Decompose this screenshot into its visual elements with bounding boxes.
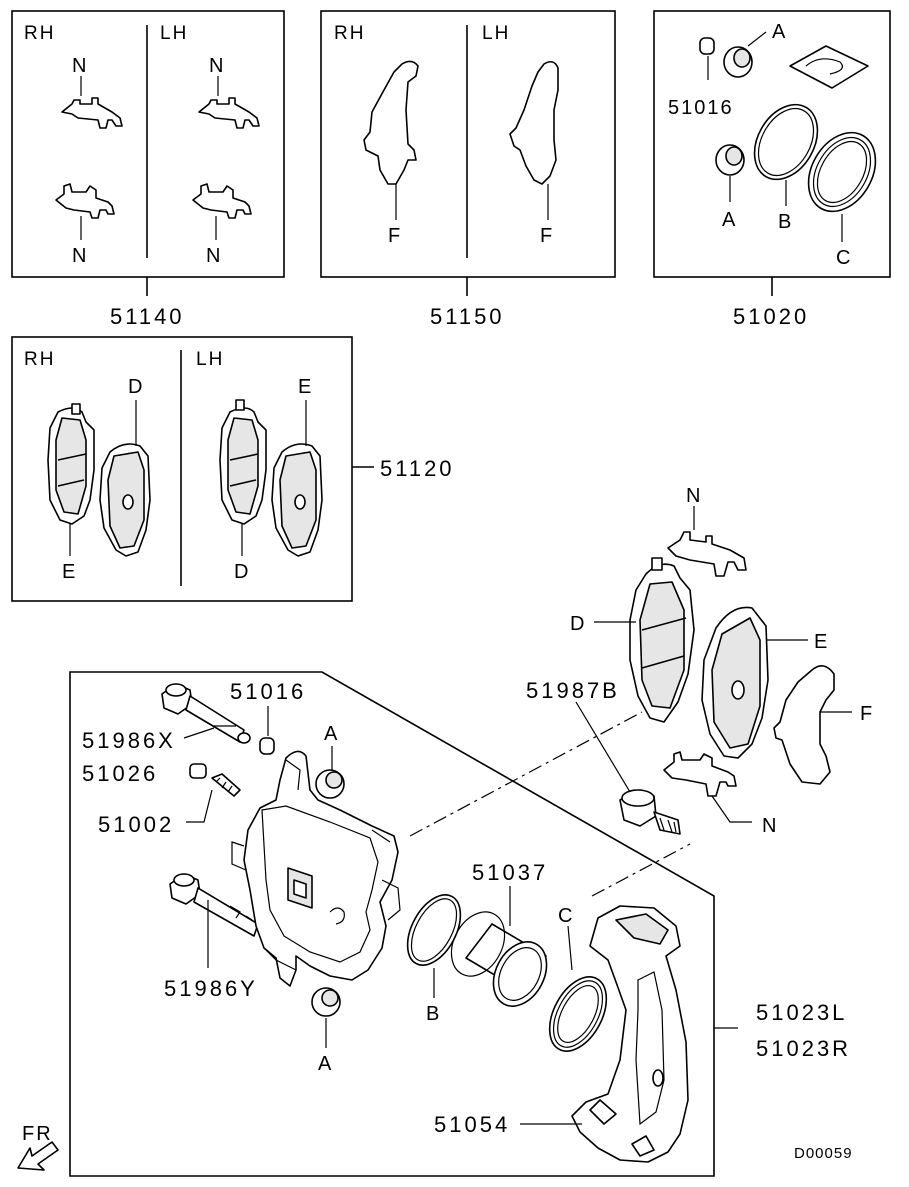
pin-boot-upper <box>315 746 345 799</box>
piston-seal-ring <box>753 103 819 206</box>
callout-c: C <box>558 905 574 927</box>
pad-set-callout-d-rh: D <box>128 376 144 398</box>
part-number-51986y: 51986Y <box>164 976 258 1001</box>
shim-callout-rh: F <box>388 225 402 247</box>
seal-kit-part-number: 51020 <box>733 304 809 329</box>
caliper-piston <box>450 886 548 1007</box>
part-number-51054: 51054 <box>434 1112 510 1137</box>
pin-boot-lower <box>311 987 341 1048</box>
brake-pad-inner-exploded <box>701 606 808 759</box>
clips-kit-rh-label: RH <box>24 23 55 44</box>
brake-pad-lh-outer <box>219 399 267 556</box>
brake-pad-rh-inner <box>99 400 151 557</box>
pad-clip-lower <box>663 751 752 823</box>
caliper-assembly-outline <box>69 671 715 1177</box>
clips-kit-lh-label: LH <box>160 23 188 44</box>
guide-pin-lower <box>169 873 259 968</box>
mounting-bolt <box>575 701 681 835</box>
callout-d: D <box>570 613 586 635</box>
seal-kit-callout-a-lower: A <box>722 209 737 231</box>
part-number-51986x: 51986X <box>82 728 176 753</box>
pad-set-panel: RH LH E D D <box>11 336 455 602</box>
pad-clip-upper <box>667 506 747 577</box>
pin-boot-a-upper <box>723 31 767 78</box>
anti-squeal-shim-rh <box>363 60 419 185</box>
guide-pin-bushing <box>699 37 715 80</box>
part-number-51987b: 51987B <box>526 678 620 703</box>
caliper-body <box>231 750 401 987</box>
clip-callout-lh-lower: N <box>206 245 222 267</box>
diagram-reference-code: D00059 <box>794 1145 853 1162</box>
callout-a-lower: A <box>318 1053 333 1075</box>
front-indicator-label: FR <box>22 1123 53 1145</box>
pad-clip-lh-upper <box>198 76 260 129</box>
pin-boot-a-lower <box>715 144 745 202</box>
part-number-51037: 51037 <box>472 860 548 885</box>
callout-n-upper: N <box>686 485 702 507</box>
pad-set-lh-label: LH <box>196 349 224 370</box>
pad-clip-rh-upper <box>61 76 123 129</box>
callout-a-upper: A <box>324 723 339 745</box>
clips-kit-part-number: 51140 <box>110 304 185 329</box>
piston-dust-boot <box>807 131 877 242</box>
shims-kit-rh-label: RH <box>334 23 365 44</box>
seal-kit-callout-b: B <box>778 211 793 233</box>
front-direction-arrow: FR <box>17 1123 59 1171</box>
clip-callout-lh-upper: N <box>209 55 225 77</box>
seal-kit-callout-c: C <box>836 247 852 269</box>
anti-squeal-shim-exploded <box>773 665 852 785</box>
callout-n-lower: N <box>762 815 778 837</box>
callout-e: E <box>814 631 829 653</box>
part-number-51016: 51016 <box>230 679 306 704</box>
shims-kit-panel: RH LH F F 51150 <box>320 10 616 329</box>
piston-seal <box>406 894 462 998</box>
guide-pin-upper <box>161 683 251 744</box>
brake-pad-outer-exploded <box>594 557 695 723</box>
caliper-support-bracket <box>571 905 738 1163</box>
guide-pin-sleeve <box>259 706 275 755</box>
seal-kit-callout-51016: 51016 <box>668 97 734 119</box>
seal-kit-callout-a-upper: A <box>772 21 787 43</box>
shims-kit-lh-label: LH <box>482 23 510 44</box>
shims-kit-part-number: 51150 <box>430 304 505 329</box>
clips-kit-panel: RH LH N N N N 51140 <box>11 10 285 329</box>
pad-clip-rh-lower <box>55 183 115 240</box>
seal-kit-panel: 51016 A A B C <box>653 10 891 329</box>
clip-callout-rh-upper: N <box>72 55 88 77</box>
bleeder-screw <box>186 773 241 823</box>
pad-clip-lh-lower <box>192 183 252 240</box>
pad-set-callout-e-lh: E <box>298 376 313 398</box>
part-number-51023l: 51023L <box>756 1000 847 1025</box>
brake-pad-lh-inner <box>271 400 323 557</box>
part-number-51002: 51002 <box>98 812 174 837</box>
pad-set-callout-d-lh: D <box>234 561 250 583</box>
bleeder-cap <box>189 763 207 779</box>
pad-set-callout-e-rh: E <box>62 561 77 583</box>
pad-set-rh-label: RH <box>24 349 55 370</box>
pad-set-part-number: 51120 <box>380 456 455 481</box>
clip-callout-rh-lower: N <box>72 245 88 267</box>
part-number-51026: 51026 <box>82 761 158 786</box>
piston-boot <box>548 925 608 1052</box>
callout-b: B <box>426 1003 441 1025</box>
callout-f: F <box>860 703 874 725</box>
grease-packet <box>789 45 869 89</box>
anti-squeal-shim-lh <box>509 60 559 185</box>
shim-callout-lh: F <box>540 225 554 247</box>
part-number-51023r: 51023R <box>756 1036 851 1061</box>
brake-pad-rh-outer <box>47 403 95 556</box>
